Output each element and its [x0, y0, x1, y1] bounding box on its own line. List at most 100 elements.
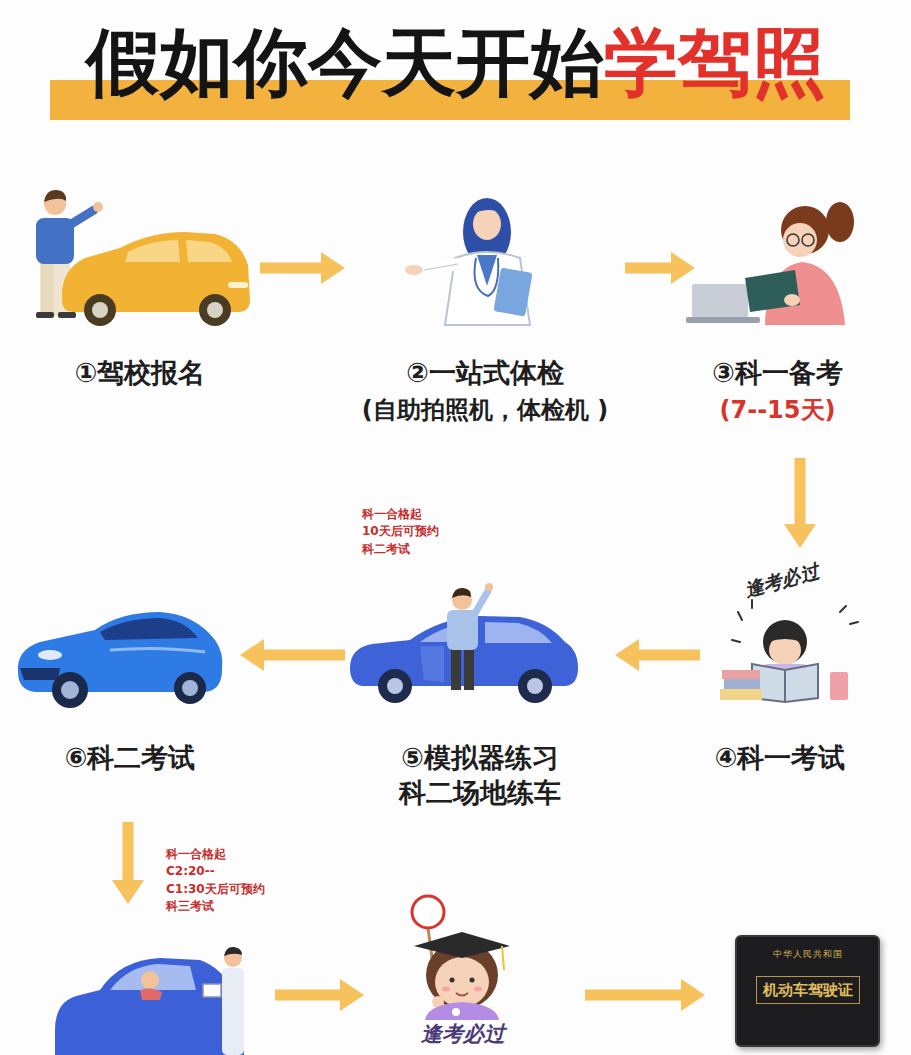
student-exam	[720, 600, 858, 702]
student-studying-part	[802, 234, 814, 246]
sports-car-part	[38, 650, 62, 660]
sports-car-part	[100, 618, 198, 640]
step-box: ⑥科二考试	[20, 560, 240, 815]
exam-car-part	[110, 964, 196, 990]
student-exam-part	[830, 672, 848, 700]
graduate-girl-part	[502, 946, 504, 970]
student-exam-part	[768, 634, 802, 642]
license-book: 中华人民共和国机动车驾驶证	[735, 935, 880, 1047]
layout-arrows-part	[112, 822, 144, 904]
flow-arrow	[784, 458, 816, 548]
doctor-part	[493, 268, 532, 317]
student-studying-part	[686, 317, 760, 323]
sports-car	[18, 612, 223, 708]
flow-arrow	[625, 252, 695, 284]
title: 假如你今天开始学驾照	[0, 18, 911, 107]
student-studying-part	[692, 284, 748, 318]
student-exam-part	[784, 670, 786, 702]
step-caption: 逢考必过	[421, 1022, 505, 1046]
sedan-practice-part	[464, 646, 474, 690]
graduate-girl-part	[414, 932, 510, 958]
step-caption: ⑤模拟器练习 科二场地练车	[399, 740, 561, 810]
sports-car-part	[110, 648, 205, 652]
sedan-practice-part	[378, 669, 412, 703]
exam-car-part	[55, 958, 244, 1055]
car-signup-part	[84, 294, 116, 326]
student-studying-part	[787, 234, 799, 246]
sedan-practice	[350, 583, 578, 703]
student-studying	[686, 202, 854, 325]
car-signup-part	[92, 302, 108, 318]
doctor-part	[424, 264, 458, 270]
doctor	[405, 198, 533, 325]
car-signup-part	[93, 202, 103, 212]
graduate-girl-part	[456, 993, 468, 996]
step-note: (自助拍照机，体检机 )	[362, 394, 608, 426]
graduate-girl-part	[474, 987, 482, 992]
flow-arrow	[585, 979, 705, 1011]
car-signup-part	[41, 262, 53, 316]
flow-arrow	[615, 639, 700, 671]
student-exam-part	[722, 670, 760, 679]
car-signup-part	[186, 240, 232, 262]
student-studying-part	[745, 270, 800, 312]
step-caption: ⑥科二考试	[65, 740, 196, 775]
sedan-practice-part	[518, 669, 552, 703]
step-caption: ③科一备考	[712, 355, 843, 390]
doctor-part	[424, 264, 458, 270]
car-signup	[36, 190, 250, 326]
graduate-box: 逢考必过	[395, 885, 530, 1050]
booking-note: 科一合格起 C2:20--C1:30天后可预约 科三考试	[166, 846, 265, 916]
graduate-girl-part	[470, 978, 475, 983]
exam-car-part	[140, 988, 162, 1000]
sports-car-part	[174, 672, 206, 704]
title-accent: 学驾照	[604, 19, 826, 105]
graduate-girl-part	[450, 978, 455, 983]
exam-car-part	[141, 971, 159, 989]
layout-arrows-part	[275, 979, 364, 1011]
sedan-practice-part	[527, 678, 543, 694]
sports-car-part	[20, 668, 60, 680]
sticker-text: 逢考必过	[742, 559, 821, 602]
step-box: ①驾校报名	[20, 190, 260, 440]
car-signup-part	[125, 240, 180, 262]
sedan-practice-part	[387, 678, 403, 694]
doctor-part	[475, 258, 499, 296]
title-text: 假如你今天开始	[86, 19, 604, 105]
exam-car-part	[203, 984, 221, 997]
graduate-girl	[412, 896, 510, 1020]
sports-car-part	[182, 680, 198, 696]
step-box: ⑤模拟器练习 科二场地练车	[345, 560, 615, 815]
step-caption: ②一站式体检	[406, 355, 564, 390]
sedan-practice-part	[474, 591, 488, 615]
flow-arrow	[260, 252, 345, 284]
sedan-practice-part	[485, 583, 493, 591]
step-caption: ④科一考试	[715, 740, 846, 775]
step-caption: 中华人民共和国	[773, 949, 843, 960]
student-exam-part	[720, 689, 762, 700]
student-studying-part	[826, 202, 854, 242]
student-studying-part	[783, 223, 817, 257]
car-signup-part	[228, 282, 248, 288]
car-signup-part	[68, 210, 94, 226]
car-signup-part	[36, 312, 54, 318]
student-exam-part	[769, 635, 801, 665]
car-signup-part	[199, 294, 231, 326]
graduate-girl-part	[452, 1008, 460, 1016]
graduate-girl-part	[412, 896, 444, 928]
step-caption: ①驾校报名	[75, 355, 206, 390]
sports-car-part	[61, 681, 79, 699]
step-box: ④科一考试	[700, 560, 860, 815]
doctor-part	[473, 208, 501, 240]
step-box: ②一站式体检 (自助拍照机，体检机 )	[345, 190, 625, 440]
student-exam-part	[763, 620, 807, 664]
exam-car-part	[222, 968, 244, 1055]
car-signup-part	[44, 190, 66, 202]
sedan-practice-part	[452, 588, 471, 598]
flow-arrow	[240, 639, 345, 671]
sedan-practice-part	[420, 646, 444, 682]
car-signup-part	[58, 312, 76, 318]
